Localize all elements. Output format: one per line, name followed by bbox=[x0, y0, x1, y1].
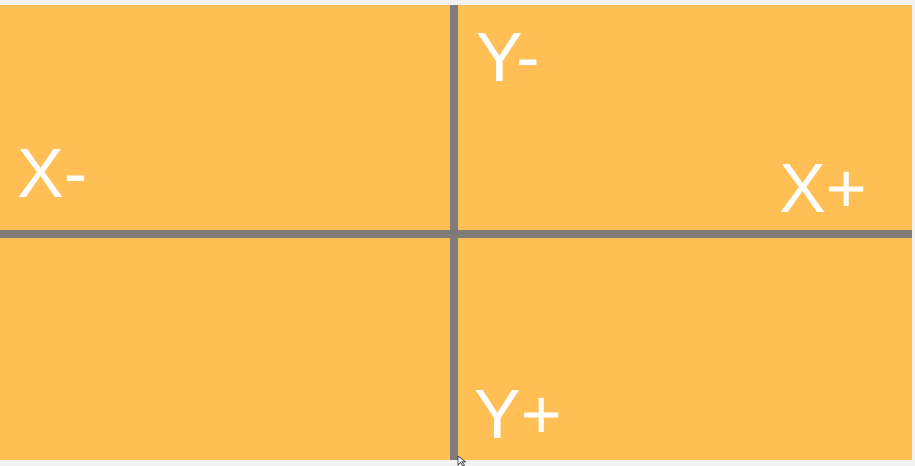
x-minus-label: X- bbox=[17, 134, 87, 212]
y-minus-label: Y- bbox=[476, 18, 540, 96]
x-plus-label: X+ bbox=[779, 149, 867, 227]
mouse-pointer-icon bbox=[457, 456, 467, 466]
y-plus-label: Y+ bbox=[474, 375, 562, 453]
coordinate-panel: X- X+ Y- Y+ bbox=[0, 5, 912, 460]
y-axis-line bbox=[450, 5, 458, 460]
